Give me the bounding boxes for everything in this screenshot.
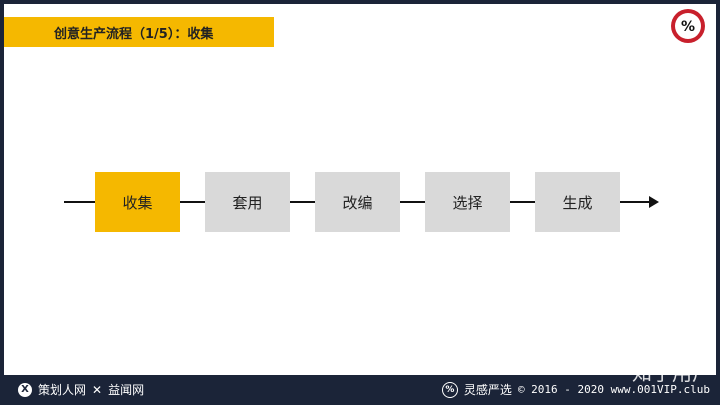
step-select[interactable]: 选择 — [425, 172, 510, 232]
svg-text:%: % — [681, 19, 695, 35]
step-label: 套用 — [232, 193, 263, 212]
flow-arrow-icon — [649, 196, 659, 208]
slide-title-text: 创意生产流程（1/5）：收集 — [54, 26, 214, 42]
percent-icon: % — [441, 381, 458, 398]
footer-right-brand: 益闻网 — [108, 383, 145, 397]
step-generate[interactable]: 生成 — [535, 172, 620, 232]
footer-bar: X 策划人网 ✕ 益闻网 % 灵感严选 © 2016 - 2020 www.00… — [0, 375, 720, 405]
slide-canvas: 创意生产流程（1/5）：收集 % 收集 套用 改编 选择 生成 — [4, 4, 716, 375]
footer-credits: % 灵感严选 © 2016 - 2020 www.001VIP.club — [441, 381, 710, 398]
x-circle-icon: X — [18, 382, 32, 397]
step-collect[interactable]: 收集 — [95, 172, 180, 232]
step-label: 收集 — [122, 193, 153, 212]
step-adapt[interactable]: 改编 — [315, 172, 400, 232]
step-label: 生成 — [562, 193, 593, 212]
slide-title: 创意生产流程（1/5）：收集 — [4, 17, 274, 47]
step-apply[interactable]: 套用 — [205, 172, 290, 232]
footer-brands: X 策划人网 ✕ 益闻网 — [18, 381, 144, 398]
footer-left-brand: 策划人网 — [38, 383, 87, 397]
step-label: 选择 — [452, 193, 483, 212]
percent-badge-icon: % — [668, 6, 708, 46]
watermark: 知乎用户 — [632, 361, 712, 385]
footer-separator: ✕ — [92, 382, 103, 397]
step-label: 改编 — [342, 193, 373, 212]
footer-copyright: © 2016 - 2020 www.001VIP.club — [517, 383, 710, 396]
footer-lingan: 灵感严选 — [463, 383, 512, 397]
